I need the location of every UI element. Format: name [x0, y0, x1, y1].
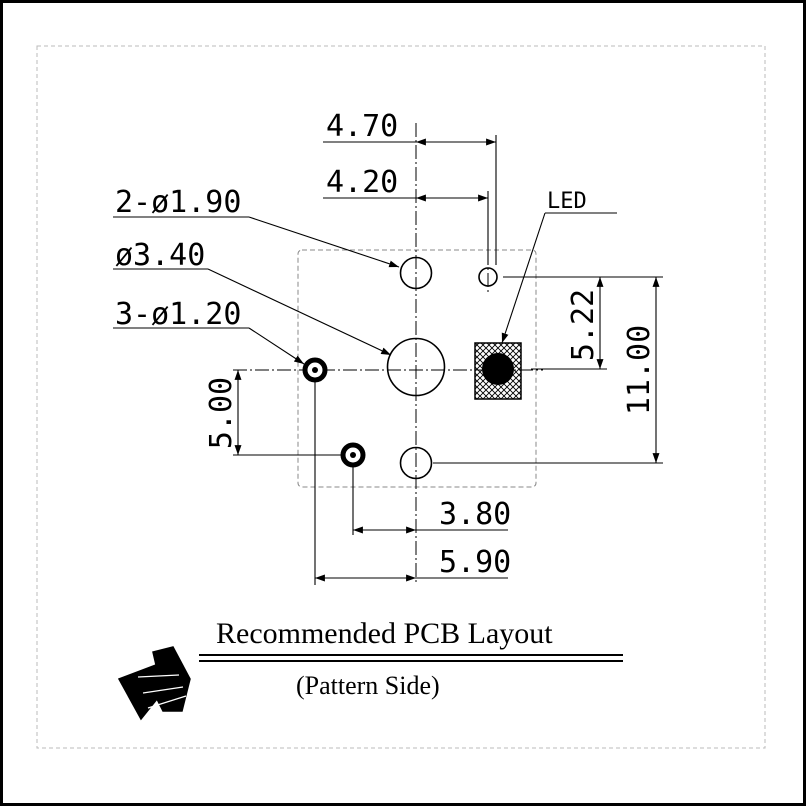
- dim-522-label: 5.22: [566, 289, 601, 361]
- bottom-hole-1.90: [399, 446, 433, 480]
- left-hole-center: [312, 367, 318, 373]
- dim-1100-label: 11.00: [622, 325, 657, 415]
- layout-title: Recommended PCB Layout: [216, 617, 553, 650]
- pcb-layout-drawing: 4.70 4.20 2-ø1.90 ø3.40 3-ø1.20 LED 5.22…: [36, 45, 766, 749]
- callout-center-hole: ø3.40: [115, 238, 205, 273]
- leader-led: [501, 212, 546, 344]
- center-hole-3.40: [386, 337, 446, 397]
- dim-420-label: 4.20: [326, 165, 398, 200]
- top-hole-1.90: [399, 256, 433, 290]
- dim-500-label: 5.00: [204, 377, 239, 449]
- dim-380-label: 3.80: [439, 497, 511, 532]
- leader-three-holes: [248, 327, 305, 365]
- inner-border: [36, 45, 766, 749]
- lower-left-hole-center: [350, 452, 356, 458]
- component-outline: [297, 249, 537, 488]
- led-dot: [482, 353, 514, 385]
- dim-590-label: 5.90: [439, 545, 511, 580]
- leader-two-holes: [248, 216, 400, 268]
- direction-arrow-icon: [117, 646, 191, 721]
- layout-subtitle: (Pattern Side): [296, 671, 440, 700]
- leader-center-hole: [207, 268, 392, 356]
- callout-three-holes: 3-ø1.20: [115, 297, 241, 332]
- callout-two-holes: 2-ø1.90: [115, 185, 241, 220]
- callout-led: LED: [547, 189, 587, 214]
- dim-470-label: 4.70: [326, 109, 398, 144]
- small-hole-right: [478, 267, 498, 287]
